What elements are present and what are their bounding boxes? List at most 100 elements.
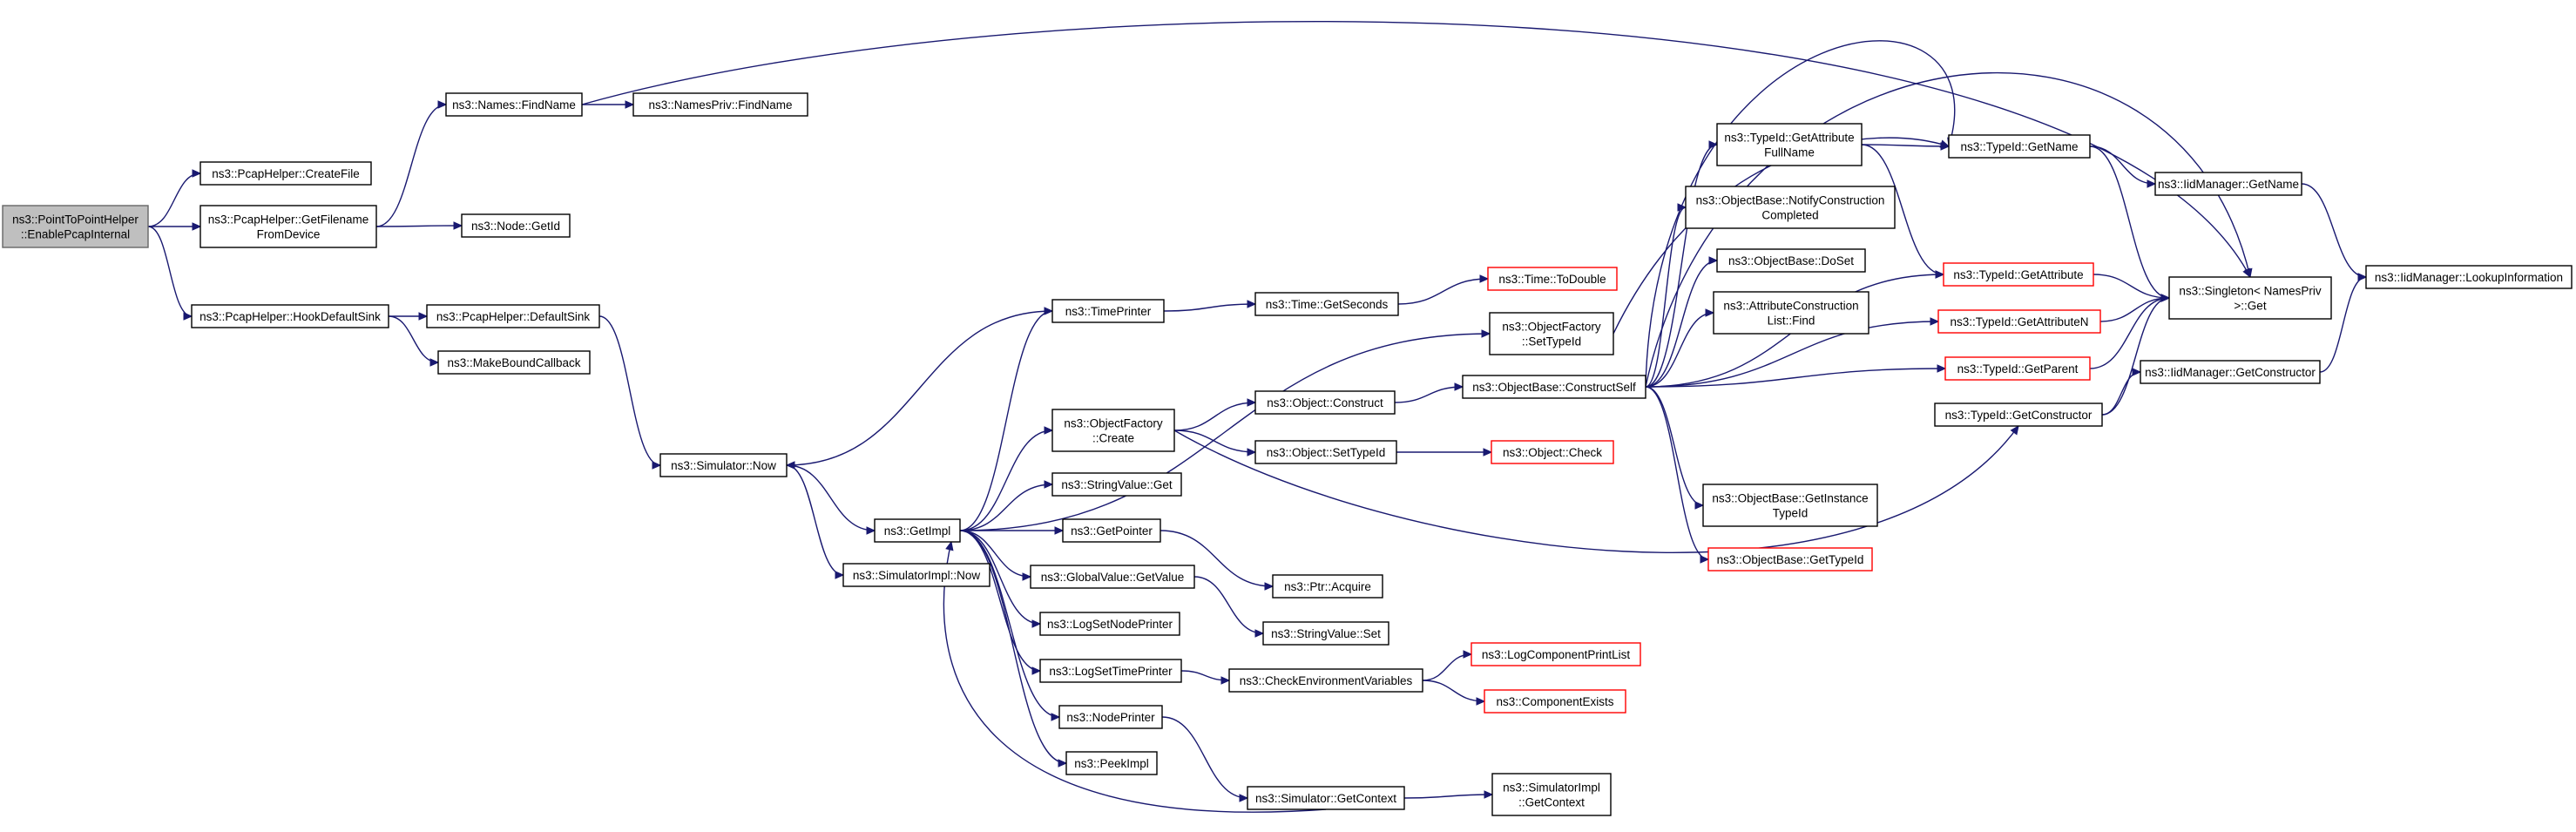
edge-objectfactory_create-to-typeid_getconstructor	[1173, 425, 2019, 553]
edge-getimpl-to-globalvalue_getvalue	[959, 530, 1031, 578]
edge-getpointer-to-ptr_acquire-arrowhead	[1264, 582, 1274, 591]
node-stringvalue-get[interactable]: ns3::StringValue::Get	[1051, 472, 1182, 497]
edge-objectbase_constructself-to-typeid_getattributen	[1645, 321, 1939, 388]
edge-root-to-pcap_createfile-arrowhead	[192, 169, 202, 178]
edge-typeid_getconstructor-to-iidmanager_getconstructor	[2101, 371, 2141, 416]
node-typeid-getname[interactable]: ns3::TypeId::GetName	[1948, 134, 2091, 159]
node-label: ns3::TypeId::GetAttribute	[1724, 132, 1854, 145]
node-time-todouble[interactable]: ns3::Time::ToDouble	[1487, 267, 1618, 291]
edge-pcap_getfilename-to-node_getid	[375, 225, 463, 227]
node-namespriv-findname[interactable]: ns3::NamesPriv::FindName	[632, 92, 808, 117]
node-objectbase-notifyconstructioncompleted[interactable]: ns3::ObjectBase::NotifyConstructionCompl…	[1685, 186, 1896, 229]
edge-time_getseconds-to-time_todouble-arrowhead	[1479, 274, 1490, 283]
node-componentexists[interactable]: ns3::ComponentExists	[1484, 689, 1626, 714]
node-typeid-getattribute[interactable]: ns3::TypeId::GetAttribute	[1943, 262, 2094, 287]
node-label: ns3::ObjectBase::NotifyConstruction	[1696, 194, 1885, 207]
node-peekimpl[interactable]: ns3::PeekImpl	[1065, 751, 1158, 775]
edge-simulator_now-to-simulatorimpl_now	[786, 464, 844, 576]
node-box	[1272, 574, 1383, 599]
node-stringvalue-set[interactable]: ns3::StringValue::Set	[1262, 621, 1389, 646]
node-label: ns3::MakeBoundCallback	[447, 356, 580, 369]
node-globalvalue-getvalue[interactable]: ns3::GlobalValue::GetValue	[1030, 565, 1195, 589]
node-nodeprinter[interactable]: ns3::NodePrinter	[1058, 705, 1163, 729]
edge-getpointer-to-ptr_acquire	[1160, 530, 1274, 587]
edge-globalvalue_getvalue-to-stringvalue_set	[1193, 576, 1264, 634]
node-logcomponentprintlist[interactable]: ns3::LogComponentPrintList	[1471, 642, 1641, 666]
node-typeid-getconstructor[interactable]: ns3::TypeId::GetConstructor	[1934, 402, 2103, 427]
node-box	[1685, 186, 1896, 229]
node-singleton-get[interactable]: ns3::Singleton< NamesPriv >::Get	[2168, 276, 2332, 320]
node-pcap-defaultsink[interactable]: ns3::PcapHelper::DefaultSink	[426, 304, 600, 328]
node-time-getseconds[interactable]: ns3::Time::GetSeconds	[1254, 292, 1399, 316]
node-objectbase-doset[interactable]: ns3::ObjectBase::DoSet	[1716, 248, 1866, 273]
node-objectfactory-settypeid[interactable]: ns3::ObjectFactory::SetTypeId	[1489, 312, 1614, 355]
node-box	[1030, 565, 1195, 589]
edge-simulator_now-to-simulatorimpl_now-arrowhead	[835, 571, 845, 579]
node-label: ns3::TimePrinter	[1065, 305, 1152, 318]
node-simulator-getcontext[interactable]: ns3::Simulator::GetContext	[1247, 786, 1405, 810]
node-objectfactory-create[interactable]: ns3::ObjectFactory::Create	[1051, 409, 1175, 452]
node-root[interactable]: ns3::PointToPointHelper::EnablePcapInter…	[2, 205, 149, 248]
node-box	[1716, 123, 1863, 166]
node-names-findname[interactable]: ns3::Names::FindName	[445, 92, 583, 117]
edge-objectfactory_create-to-typeid_getconstructor-arrowhead	[2010, 425, 2019, 436]
node-box	[437, 350, 591, 375]
node-object-construct[interactable]: ns3::Object::Construct	[1254, 390, 1396, 415]
node-checkenvvars[interactable]: ns3::CheckEnvironmentVariables	[1228, 668, 1423, 693]
edge-pcap_defaultsink-to-simulator_now	[598, 315, 661, 466]
edge-root-to-pcap_getfilename-arrowhead	[192, 222, 202, 231]
edge-checkenvvars-to-componentexists-arrowhead	[1476, 697, 1486, 706]
node-getpointer[interactable]: ns3::GetPointer	[1062, 518, 1161, 543]
node-label: ::EnablePcapInternal	[21, 228, 130, 241]
edge-object_construct-to-objectbase_constructself	[1394, 386, 1464, 403]
node-logsetnodeprinter[interactable]: ns3::LogSetNodePrinter	[1039, 612, 1180, 636]
edge-typeid_getconstructor-to-singleton_get	[2101, 297, 2170, 416]
node-box	[1489, 312, 1614, 355]
edge-pcap_getfilename-to-names_findname-arrowhead	[437, 100, 448, 109]
node-box	[1254, 440, 1397, 464]
node-node-getid[interactable]: ns3::Node::GetId	[461, 213, 571, 238]
node-label: ns3::PcapHelper::HookDefaultSink	[199, 310, 381, 323]
node-box	[1491, 773, 1612, 816]
node-objectbase-constructself[interactable]: ns3::ObjectBase::ConstructSelf	[1462, 375, 1646, 399]
edge-logsettimeprinter-to-checkenvvars-arrowhead	[1220, 676, 1231, 685]
node-ptr-acquire[interactable]: ns3::Ptr::Acquire	[1272, 574, 1383, 599]
edge-getimpl-to-peekimpl	[959, 530, 1067, 764]
node-box	[1062, 518, 1161, 543]
edge-objectbase_constructself-to-typeid_getattributefullname	[1645, 144, 1718, 388]
node-box	[1487, 267, 1618, 291]
node-typeid-getattributen[interactable]: ns3::TypeId::GetAttributeN	[1937, 309, 2101, 334]
node-simulatorimpl-now[interactable]: ns3::SimulatorImpl::Now	[842, 563, 991, 587]
edge-getimpl-to-objectfactory_create-arrowhead	[1044, 426, 1054, 435]
edge-objectbase_constructself-to-singleton_get	[1645, 71, 2251, 388]
node-getimpl[interactable]: ns3::GetImpl	[874, 518, 961, 543]
edge-objectfactory_create-to-object_settypeid	[1173, 430, 1256, 453]
node-box	[1948, 134, 2091, 159]
node-simulatorimpl-getcontext[interactable]: ns3::SimulatorImpl::GetContext	[1491, 773, 1612, 816]
node-pcap-createfile[interactable]: ns3::PcapHelper::CreateFile	[199, 161, 372, 186]
edge-objectbase_constructself-to-typeid_getparent-arrowhead	[1937, 364, 1947, 373]
node-logsettimeprinter[interactable]: ns3::LogSetTimePrinter	[1039, 659, 1182, 683]
node-simulator-now[interactable]: ns3::Simulator::Now	[659, 453, 788, 477]
edge-simulator_now-to-getimpl	[786, 464, 876, 531]
node-iidmanager-getname[interactable]: ns3::IidManager::GetName	[2154, 172, 2302, 196]
node-object-check[interactable]: ns3::Object::Check	[1491, 440, 1614, 464]
edge-typeid_getattributefullname-to-typeid_getname-arrowhead	[1940, 142, 1951, 151]
node-iidmanager-lookupinformation[interactable]: ns3::IidManager::LookupInformation	[2365, 265, 2573, 289]
node-iidmanager-getconstructor[interactable]: ns3::IidManager::GetConstructor	[2140, 360, 2321, 384]
edge-objectfactory_create-to-object_construct	[1173, 402, 1256, 431]
edge-typeid_getparent-to-singleton_get	[2089, 297, 2170, 369]
node-makeboundcallback[interactable]: ns3::MakeBoundCallback	[437, 350, 591, 375]
node-objectbase-gettypeid[interactable]: ns3::ObjectBase::GetTypeId	[1707, 547, 1873, 572]
edge-objectfactory_create-to-object_construct-arrowhead	[1247, 398, 1257, 407]
node-object-settypeid[interactable]: ns3::Object::SetTypeId	[1254, 440, 1397, 464]
node-label: ns3::Simulator::Now	[671, 459, 776, 472]
node-typeid-getparent[interactable]: ns3::TypeId::GetParent	[1944, 356, 2091, 381]
edge-timeprinter-to-simulator_now-arrowhead	[785, 461, 795, 470]
node-pcap-hookdefaultsink[interactable]: ns3::PcapHelper::HookDefaultSink	[191, 304, 389, 328]
node-timeprinter[interactable]: ns3::TimePrinter	[1051, 299, 1165, 323]
